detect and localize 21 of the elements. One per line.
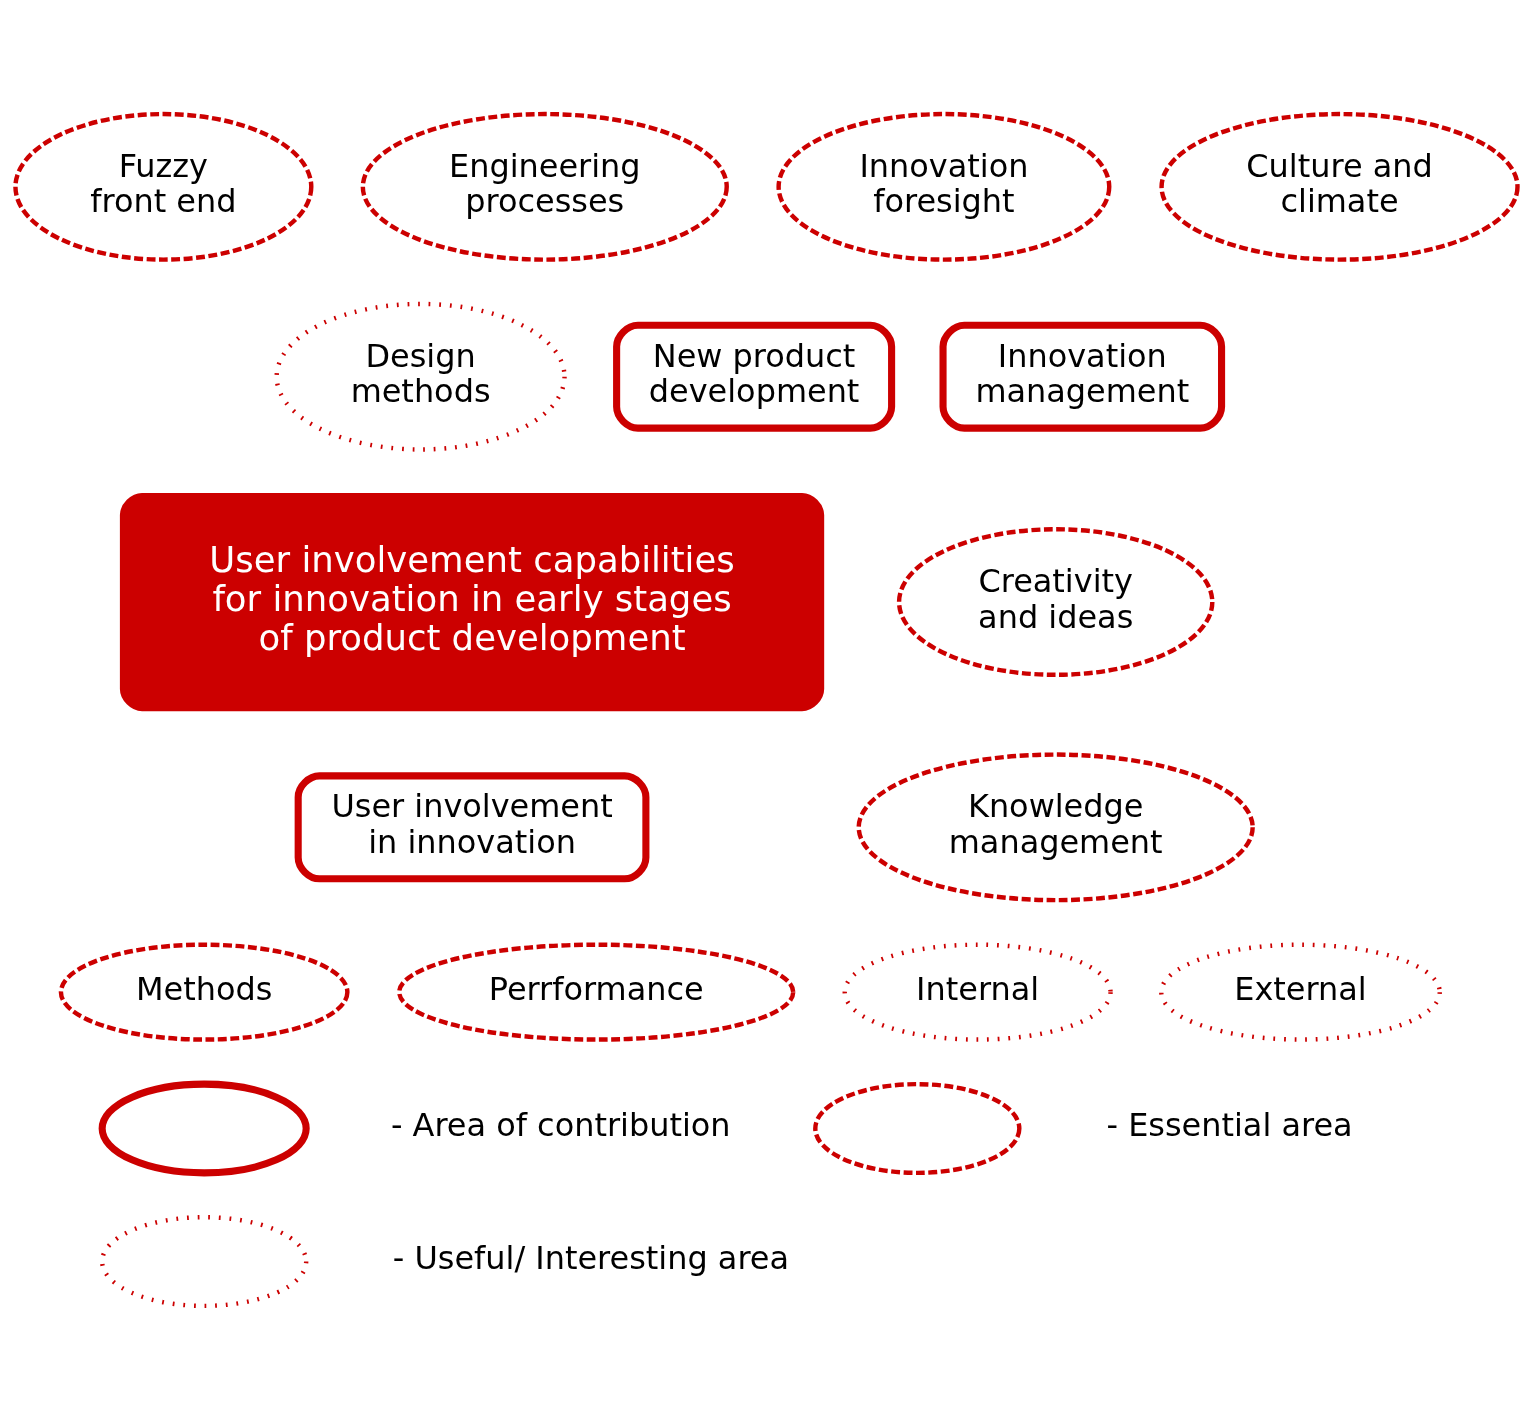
legend-label: - Essential area [1106,1106,1353,1145]
node-ellipse: Engineering processes [360,111,729,262]
node-ellipse [813,1081,1022,1176]
node-ellipse: Perrformance [397,942,796,1042]
node-ellipse [98,1080,310,1177]
node-ellipse: Internal [842,942,1113,1042]
node-ellipse: Fuzzy front end [13,111,314,262]
node-ellipse: Methods [58,942,350,1042]
node-ellipse [99,1215,309,1309]
legend-label: - Area of contribution [390,1106,731,1145]
node-ellipse: Knowledge management [856,752,1255,903]
node-box: New product development [613,321,896,432]
node-box: User involvement in innovation [294,772,650,883]
node-ellipse: Innovation foresight [776,111,1112,262]
legend-label: - Useful/ Interesting area [392,1239,790,1278]
node-ellipse: External [1159,942,1442,1042]
node-ellipse: Creativity and ideas [896,527,1215,678]
node-box: User involvement capabilities for innovation in early stages of product development [119,492,825,712]
node-ellipse: Culture and climate [1159,111,1520,262]
node-box: Innovation management [939,321,1226,432]
node-ellipse: Design methods [274,301,567,452]
